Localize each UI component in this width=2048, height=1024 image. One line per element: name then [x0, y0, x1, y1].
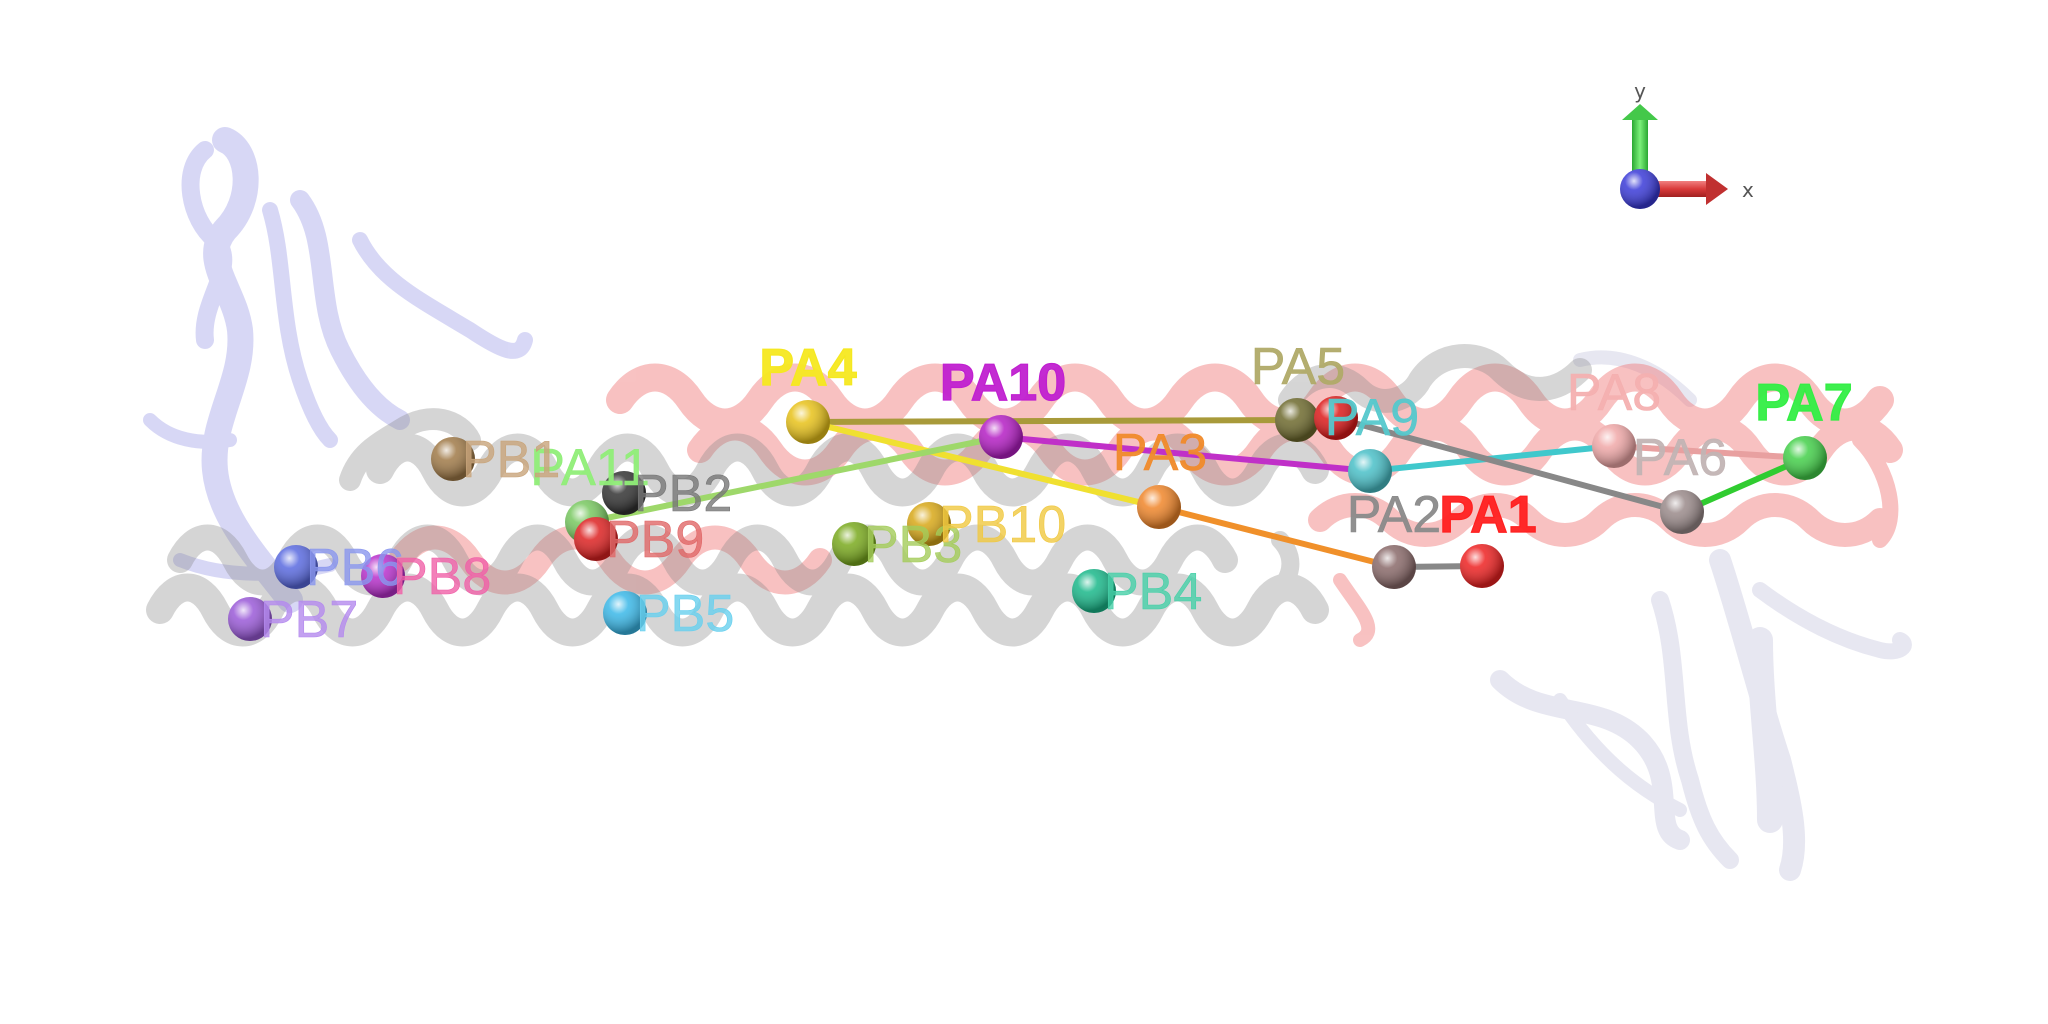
origin-sphere-shine — [1620, 169, 1660, 209]
bead-pax — [1314, 396, 1358, 440]
bead-pa5 — [1275, 398, 1319, 442]
bead-shine — [1372, 545, 1416, 589]
label-pb5: PB5 — [636, 585, 734, 643]
bead-pa7 — [1783, 436, 1827, 480]
bead-pa10 — [979, 415, 1023, 459]
label-pb4: PB4 — [1104, 563, 1202, 621]
bead-shine — [786, 400, 830, 444]
left-domain-ribbon — [143, 127, 533, 613]
bead-shine — [1348, 449, 1392, 493]
bead-pb7 — [228, 597, 272, 641]
bead-shine — [1314, 396, 1358, 440]
bead-shine — [1660, 490, 1704, 534]
bead-pb9 — [574, 517, 618, 561]
bead-shine — [602, 471, 646, 515]
label-pb7: PB7 — [260, 591, 358, 649]
bead-pb1 — [431, 437, 475, 481]
beads-layer — [228, 396, 1827, 641]
bead-pa8 — [1592, 424, 1636, 468]
bead-pb5 — [603, 591, 647, 635]
bead-pb4 — [1072, 569, 1116, 613]
bond-pa3-pa2 — [1156, 504, 1397, 570]
label-pa9: PA9 — [1325, 389, 1419, 447]
label-pa2: PA2 — [1347, 486, 1441, 544]
bead-shine — [361, 554, 405, 598]
bead-shine — [907, 502, 951, 546]
label-pa4: PA4 — [759, 339, 856, 397]
bead-shine — [1137, 485, 1181, 529]
label-pa6: PA6 — [1633, 429, 1727, 487]
bond-pa4-pa3 — [805, 419, 1162, 510]
x-axis-label: x — [1742, 178, 1754, 202]
bead-shine — [1275, 398, 1319, 442]
label-pb8: PB8 — [393, 548, 491, 606]
label-pa8: PA8 — [1567, 364, 1661, 422]
bead-shine — [832, 522, 876, 566]
bead-shine — [603, 591, 647, 635]
bead-pa4 — [786, 400, 830, 444]
bead-pa9 — [1348, 449, 1392, 493]
label-pa10: PA10 — [940, 354, 1066, 412]
bond-pa6-pax — [1333, 415, 1685, 515]
bead-shine — [1460, 544, 1504, 588]
label-pa7: PA7 — [1755, 374, 1852, 432]
bead-pb6 — [274, 545, 318, 589]
label-pb6: PB6 — [306, 539, 404, 597]
bead-shine — [1072, 569, 1116, 613]
y-axis-label: y — [1634, 79, 1646, 103]
bead-shine — [1783, 436, 1827, 480]
y-axis-arrow-head — [1622, 104, 1658, 120]
label-pa5: PA5 — [1251, 338, 1345, 396]
bond-pa4-pa5 — [805, 417, 1300, 425]
label-pb3: PB3 — [864, 516, 962, 574]
protein-structure-background — [143, 127, 1912, 881]
bead-shine — [1592, 424, 1636, 468]
x-axis-arrow-head — [1706, 173, 1728, 205]
bond-pa10-pa11 — [584, 434, 1004, 525]
bead-pb2 — [602, 471, 646, 515]
bonds-layer — [584, 415, 1808, 570]
bond-pa7-pa6 — [1679, 455, 1808, 515]
gray-helix-bundle — [146, 344, 1592, 647]
label-pb1: PB1 — [462, 431, 560, 489]
label-pb9: PB9 — [606, 511, 704, 569]
bead-pa2 — [1372, 545, 1416, 589]
bond-pa8-pa7 — [1611, 443, 1808, 461]
bead-shine — [274, 545, 318, 589]
bead-pb8 — [361, 554, 405, 598]
bead-pa3 — [1137, 485, 1181, 529]
label-pb2: PB2 — [634, 465, 732, 523]
label-pa11: PA11 — [530, 439, 650, 497]
bead-shine — [431, 437, 475, 481]
right-domain-ribbon — [1490, 350, 1912, 881]
bead-shine — [228, 597, 272, 641]
bead-pa1 — [1460, 544, 1504, 588]
bead-pb10 — [907, 502, 951, 546]
bead-pa6 — [1660, 490, 1704, 534]
bond-pa10-pa9 — [998, 434, 1373, 474]
bead-pb3 — [832, 522, 876, 566]
axis-triad: x y — [1620, 79, 1754, 209]
bead-shine — [979, 415, 1023, 459]
bead-shine — [574, 517, 618, 561]
label-pb10: PB10 — [939, 496, 1066, 554]
label-pa1: PA1 — [1439, 486, 1536, 544]
label-pa3: PA3 — [1113, 424, 1207, 482]
